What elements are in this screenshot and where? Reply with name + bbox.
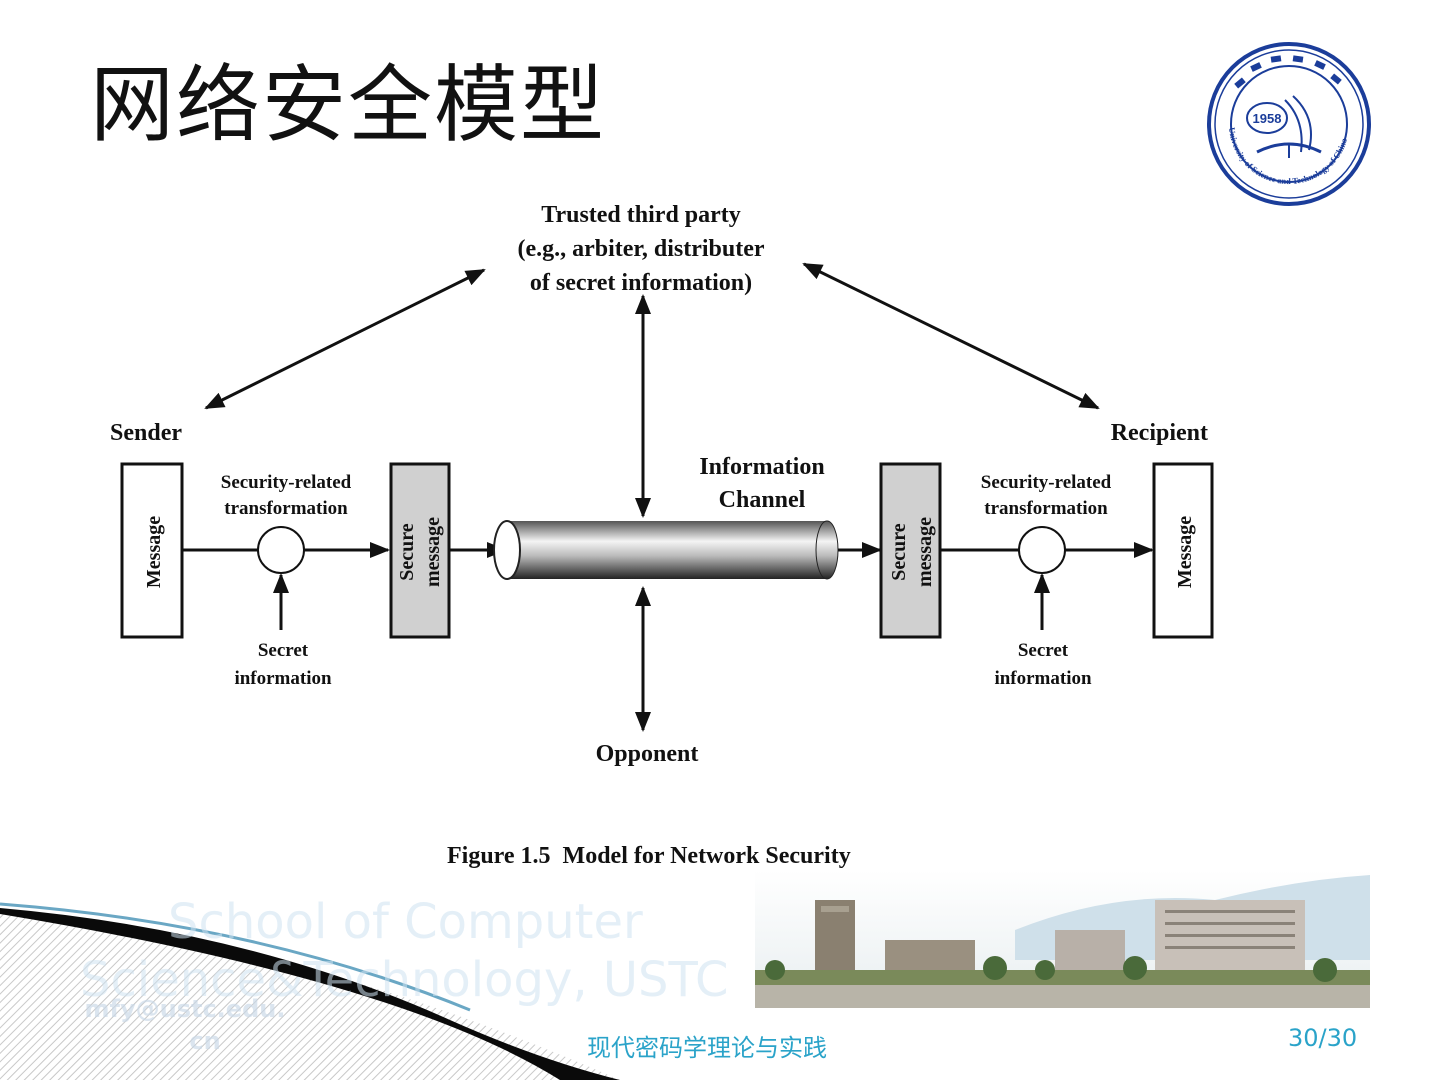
ustc-logo: University of Science and Technology of … [1207, 42, 1371, 206]
right-secure-line-2: message [914, 517, 936, 587]
email-watermark: mfy@ustc.edu. cn [60, 993, 310, 1057]
left-secure-line-2: message [422, 517, 444, 587]
campus-photo [755, 870, 1370, 1008]
ttp-line-1: Trusted third party [541, 202, 741, 228]
right-secret-line-2: information [994, 668, 1092, 689]
right-message-box [1152, 462, 1214, 639]
left-transform-line-1: Security-related [221, 472, 352, 493]
school-line-2: Science&Technology, USTC [80, 952, 729, 1008]
ttp-line-2: (e.g., arbiter, distributer [517, 236, 764, 262]
left-transform-line-2: transformation [224, 498, 348, 519]
ttp-recipient-arrow [802, 262, 1100, 410]
left-message-box [120, 462, 184, 639]
school-watermark: School of Computer Science&Technology, U… [80, 893, 780, 1009]
left-message-text: Message [143, 516, 165, 588]
school-line-1: School of Computer [168, 894, 643, 950]
right-transform-circle [1018, 526, 1066, 574]
channel-pipe [507, 521, 827, 579]
course-name: 现代密码学理论与实践 [587, 1034, 827, 1062]
left-secret-line-2: information [234, 668, 332, 689]
recipient-label: Recipient [1111, 420, 1208, 446]
right-secret-line-1: Secret [1018, 640, 1069, 661]
decorative-swoosh [0, 902, 620, 1080]
channel-line-1: Information [699, 454, 824, 480]
right-message-text: Message [1174, 516, 1196, 588]
left-secret-line-1: Secret [258, 640, 309, 661]
right-transform-line-2: transformation [984, 498, 1108, 519]
opponent-label: Opponent [596, 741, 699, 767]
figure-caption-text: Figure 1.5 Model for Network Security [447, 843, 851, 869]
ttp-line-3: of secret information) [530, 270, 752, 296]
slide-title: 网络安全模型 [90, 56, 607, 154]
logo-year: 1958 [1253, 111, 1282, 126]
left-transform-circle [257, 526, 305, 574]
sender-label: Sender [110, 420, 182, 446]
ttp-sender-arrow [204, 268, 486, 410]
left-secure-line-1: Secure [396, 523, 418, 581]
page-number: 30/30 [1288, 1024, 1358, 1052]
right-transform-line-1: Security-related [981, 472, 1112, 493]
right-secure-line-1: Secure [888, 523, 910, 581]
email-line-2: cn [189, 1027, 221, 1055]
email-line-1: mfy@ustc.edu. [84, 995, 286, 1023]
channel-line-2: Channel [719, 487, 806, 513]
